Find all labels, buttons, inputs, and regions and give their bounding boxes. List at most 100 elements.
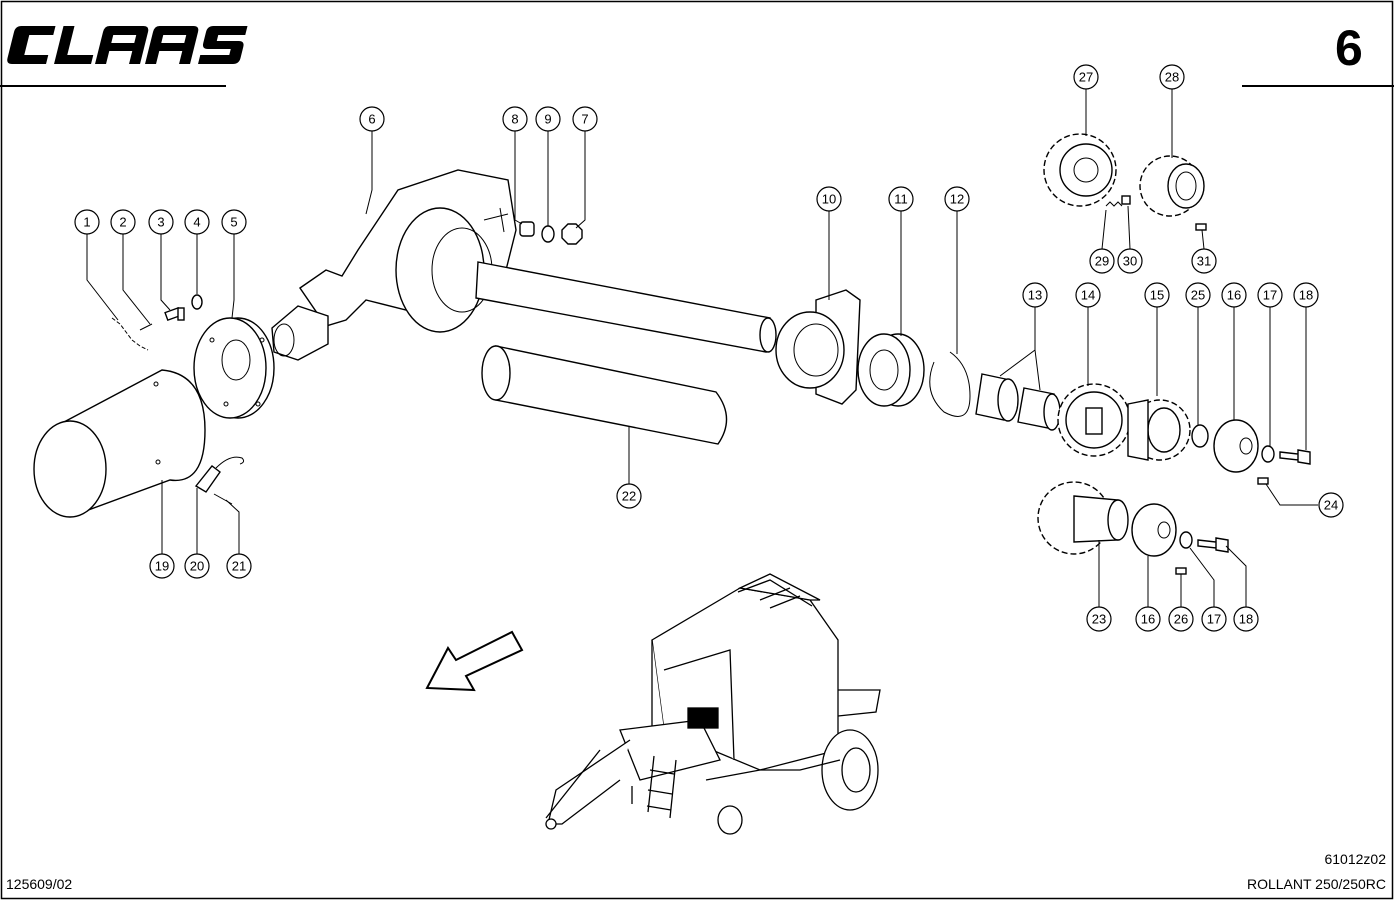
- callout-2: 2: [110, 209, 136, 235]
- part-sprocket-15: [1127, 399, 1191, 461]
- callout-label: 21: [232, 559, 246, 574]
- part-circlip: [929, 351, 971, 417]
- part-washer-17b: [1179, 531, 1193, 549]
- callout-label: 11: [894, 192, 908, 207]
- callout-12: 12: [944, 186, 970, 212]
- callout-label: 25: [1191, 288, 1205, 303]
- drawing-code: 61012z02: [1324, 851, 1386, 867]
- part-washer-4: [191, 294, 203, 310]
- callout-label: 17: [1207, 612, 1221, 627]
- part-sprocket-14: [1057, 383, 1131, 457]
- callout-15: 15: [1144, 282, 1170, 308]
- callout-label: 16: [1141, 612, 1155, 627]
- callout-label: 30: [1123, 254, 1137, 269]
- part-bearing: [857, 333, 925, 407]
- callout-19: 19: [149, 553, 175, 579]
- callout-6: 6: [359, 106, 385, 132]
- part-bolt-18b: [1197, 537, 1229, 553]
- callout-label: 16: [1227, 288, 1241, 303]
- part-screw-24: [1257, 477, 1269, 485]
- part-hook: [194, 456, 245, 493]
- callout-26: 26: [1168, 606, 1194, 632]
- part-sprocket-23: [1037, 481, 1129, 555]
- callout-label: 24: [1324, 498, 1338, 513]
- part-bolt-18: [1279, 449, 1311, 465]
- callout-label: 9: [544, 112, 551, 127]
- part-set-30: [1121, 195, 1131, 205]
- part-sprocket-28: [1139, 155, 1205, 217]
- part-washer-9: [541, 225, 555, 243]
- part-disc-16b: [1131, 503, 1177, 557]
- part-tube: [481, 345, 728, 445]
- round-baler-illustration: [545, 573, 881, 835]
- part-screw-26: [1175, 567, 1187, 575]
- callout-14: 14: [1075, 282, 1101, 308]
- part-nut-7: [561, 223, 583, 245]
- callout-31: 31: [1191, 248, 1217, 274]
- callout-20: 20: [184, 553, 210, 579]
- callout-label: 26: [1174, 612, 1188, 627]
- part-spacer-8: [519, 221, 535, 237]
- callout-16-lower: 16: [1135, 606, 1161, 632]
- callout-25: 25: [1185, 282, 1211, 308]
- callout-30: 30: [1117, 248, 1143, 274]
- part-bushings: [975, 373, 1061, 431]
- callout-27: 27: [1073, 64, 1099, 90]
- claas-logo: [7, 26, 248, 64]
- callout-5: 5: [221, 209, 247, 235]
- callout-label: 4: [193, 215, 200, 230]
- callout-11: 11: [888, 186, 914, 212]
- callout-17-lower: 17: [1201, 606, 1227, 632]
- document-number: 125609/02: [6, 876, 73, 892]
- part-washer-17: [1261, 445, 1275, 463]
- callout-29: 29: [1089, 248, 1115, 274]
- callout-label: 28: [1165, 70, 1179, 85]
- callout-label: 20: [190, 559, 204, 574]
- part-screw-31: [1195, 223, 1207, 231]
- page-number: 6: [1335, 20, 1363, 76]
- callout-label: 19: [155, 559, 169, 574]
- model-name: ROLLANT 250/250RC: [1246, 876, 1386, 892]
- callout-label: 10: [822, 192, 836, 207]
- callout-18-lower: 18: [1233, 606, 1259, 632]
- part-bearing-housing: [775, 289, 861, 405]
- callout-label: 18: [1239, 612, 1253, 627]
- callout-9: 9: [535, 106, 561, 132]
- callout-label: 27: [1079, 70, 1093, 85]
- callout-13: 13: [1022, 282, 1048, 308]
- callout-3: 3: [148, 209, 174, 235]
- callout-1: 1: [74, 209, 100, 235]
- callout-label: 18: [1299, 288, 1313, 303]
- callout-label: 5: [230, 215, 237, 230]
- callout-24: 24: [1318, 492, 1344, 518]
- callout-16-upper: 16: [1221, 282, 1247, 308]
- callout-28: 28: [1159, 64, 1185, 90]
- callout-7: 7: [572, 106, 598, 132]
- part-disc-16: [1213, 419, 1259, 473]
- callout-label: 12: [950, 192, 964, 207]
- callout-label: 14: [1081, 288, 1095, 303]
- callout-23: 23: [1086, 606, 1112, 632]
- callout-label: 17: [1263, 288, 1277, 303]
- callout-22: 22: [616, 483, 642, 509]
- callout-label: 6: [368, 112, 375, 127]
- part-chain: [111, 317, 153, 351]
- part-bolt-small: [164, 306, 185, 322]
- part-washer-25: [1191, 424, 1209, 448]
- callout-17-upper: 17: [1257, 282, 1283, 308]
- callout-8: 8: [502, 106, 528, 132]
- callout-label: 13: [1028, 288, 1042, 303]
- callout-label: 23: [1092, 612, 1106, 627]
- part-sprocket-27: [1043, 133, 1117, 207]
- part-shield-cylinder: [33, 369, 206, 518]
- callout-21: 21: [226, 553, 252, 579]
- travel-direction-arrow: [425, 630, 524, 692]
- callout-label: 15: [1150, 288, 1164, 303]
- part-spring-29: [1105, 201, 1123, 207]
- leader-lines: [86, 89, 1318, 607]
- callout-label: 8: [511, 112, 518, 127]
- callout-label: 31: [1197, 254, 1211, 269]
- callout-label: 29: [1095, 254, 1109, 269]
- part-gearbox: [271, 169, 777, 361]
